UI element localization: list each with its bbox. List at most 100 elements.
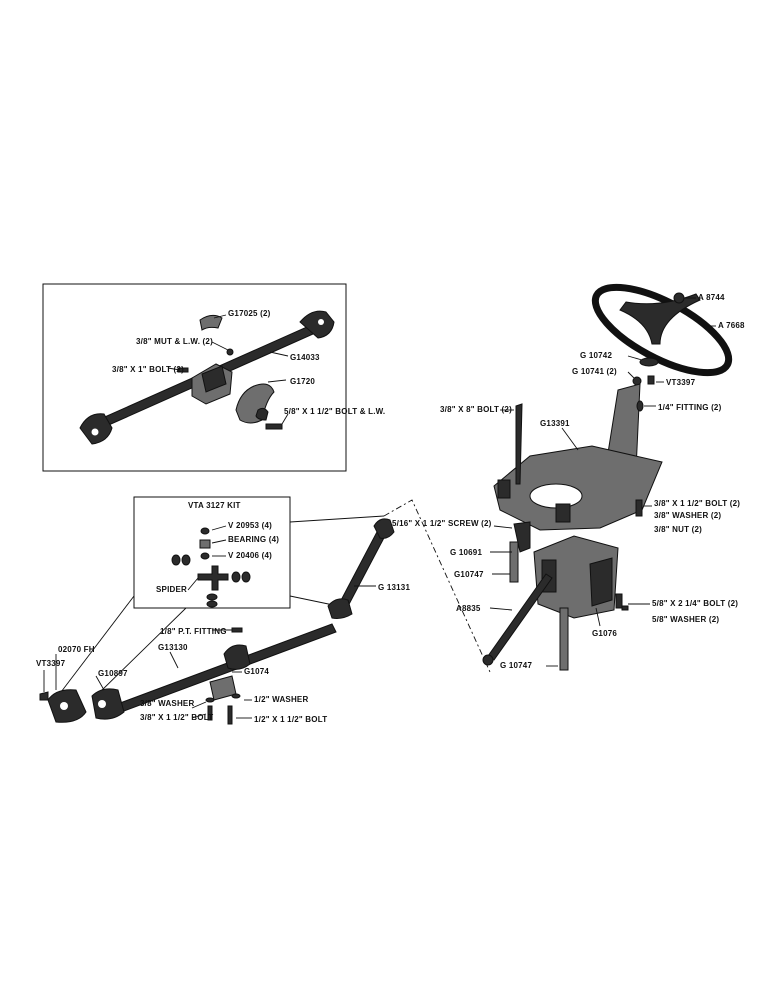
leader-g13391	[561, 427, 579, 451]
rod-end	[482, 654, 494, 666]
kit-seal-bottom-1	[206, 593, 218, 601]
bolt-lower-icon	[615, 593, 623, 609]
bolt-right-icon	[227, 705, 233, 725]
tube-g10747-upper	[509, 541, 519, 583]
kit-inset-box: VTA 3127 KIT V 20953 (4) BEARING (4) V 2…	[57, 496, 385, 697]
kit-seal-right-2	[241, 571, 251, 583]
label-bolt-lw: 5/8" X 1 1/2" BOLT & L.W.	[284, 407, 385, 416]
retainer-v20406	[200, 552, 210, 560]
pt-fitting-icon	[231, 627, 243, 633]
leader-v20953	[211, 525, 227, 531]
steering-wheel-spokes	[619, 293, 701, 345]
left-yoke-hole	[91, 428, 99, 436]
leader-bolt1	[167, 367, 181, 371]
kit-seal-right-1	[231, 571, 241, 583]
label-washer-5-8: 5/8" WASHER (2)	[652, 615, 719, 624]
support-g1076	[589, 557, 613, 607]
leader-boltlw	[281, 413, 289, 425]
tube-g10747-lower	[559, 607, 569, 671]
dash-dot-connector	[383, 499, 491, 673]
label-a7668: A 7668	[718, 321, 745, 330]
label-vt3397-left: VT3397	[36, 659, 66, 668]
label-g13391: G13391	[540, 419, 570, 428]
leader-g13130	[169, 651, 179, 669]
cap-g10742	[639, 357, 659, 367]
kit-callout-line-3	[57, 595, 135, 697]
shaft-g13131	[337, 529, 387, 611]
key-vt3397	[39, 691, 49, 701]
label-screw: 5/16" X 1 1/2" SCREW (2)	[392, 519, 492, 528]
shaft-assembly: G 13131 1/8" P.T. FITTING G13130 02070 F…	[36, 518, 410, 725]
kit-seal-left-2	[181, 554, 191, 566]
rod-a8835	[487, 573, 553, 661]
leader-bearing	[211, 539, 227, 544]
label-g10747-upper: G10747	[454, 570, 484, 579]
leader-a8835	[489, 607, 513, 611]
label-v20406: V 20406 (4)	[228, 551, 272, 560]
leader-bolt-left	[191, 713, 207, 719]
upper-inset-box: G17025 (2) 3/8" MUT & L.W. (2) G14033 3/…	[42, 283, 385, 472]
yoke-g13131-top	[373, 518, 395, 539]
leader-g1720	[267, 379, 287, 383]
leader-screw	[493, 525, 513, 529]
bearing-cup	[199, 539, 211, 549]
kit-callout-line-4	[97, 607, 187, 695]
label-g10897: G10897	[98, 669, 128, 678]
label-g13131: G 13131	[378, 583, 410, 592]
label-fitting: 1/4" FITTING (2)	[658, 403, 722, 412]
label-g1720: G1720	[290, 377, 315, 386]
kit-seal-left-1	[171, 554, 181, 566]
label-g10741: G 10741 (2)	[572, 367, 617, 376]
g17025-bushing	[199, 314, 223, 331]
leader-g10742	[627, 355, 643, 361]
label-g10747-lower: G 10747	[500, 661, 532, 670]
label-spider: SPIDER	[156, 585, 187, 594]
washer-left-icon	[205, 697, 215, 703]
label-washer: 3/8" WASHER (2)	[654, 511, 721, 520]
label-g14033: G14033	[290, 353, 320, 362]
bolt-8-inch	[515, 403, 523, 485]
yoke-g10897-hole	[98, 700, 106, 708]
label-g17025: G17025 (2)	[228, 309, 271, 318]
fitting-icon	[636, 400, 644, 412]
spider-cross	[197, 565, 229, 591]
yoke-o2070fh-hole	[60, 702, 68, 710]
washer-lower-icon	[621, 605, 629, 611]
label-g10742: G 10742	[580, 351, 612, 360]
label-bolt-1: 3/8" X 1" BOLT (2)	[112, 365, 184, 374]
bolt-lw	[265, 423, 283, 430]
kit-callout-line-1	[289, 515, 385, 523]
kit-box-border	[133, 496, 291, 609]
label-nut: 3/8" NUT (2)	[654, 525, 702, 534]
leader-g17025	[213, 314, 227, 319]
yoke-hole	[318, 319, 324, 325]
label-g13130: G13130	[158, 643, 188, 652]
bolt-side-icon	[635, 499, 643, 517]
label-g1074: G1074	[244, 667, 269, 676]
upper-box-border	[42, 283, 347, 472]
center-bearing-hub	[223, 644, 251, 670]
kit-title: VTA 3127 KIT	[188, 501, 241, 510]
housing-boss-2	[555, 503, 571, 523]
label-pt-fitting: 1/8" P.T. FITTING	[160, 627, 227, 636]
label-washer-left: 3/8" WASHER	[140, 699, 194, 708]
key-vt3397-right	[647, 375, 655, 385]
seal-v20953	[200, 527, 210, 535]
nut-icon	[226, 348, 234, 356]
bolt-left-icon	[207, 705, 213, 721]
leader-g14033	[269, 351, 289, 357]
nut-a8744	[673, 292, 685, 304]
label-washer-right: 1/2" WASHER	[254, 695, 308, 704]
lock-washer	[255, 407, 269, 421]
label-o2070fh: 02070 FH	[58, 645, 95, 654]
label-bolt-8: 3/8" X 8" BOLT (2)	[440, 405, 512, 414]
bearing-block	[201, 365, 227, 393]
shaft-end-yoke	[299, 310, 335, 339]
label-bolt-1-1-2: 3/8" X 1 1/2" BOLT (2)	[654, 499, 740, 508]
steering-assembly: A 8744 A 7668 G 10742 G 10741 (2) VT3397…	[392, 283, 745, 671]
label-g1076: G1076	[592, 629, 617, 638]
arm-g1720	[235, 383, 275, 424]
leader-washer-left	[191, 701, 207, 709]
label-bearing: BEARING (4)	[228, 535, 279, 544]
